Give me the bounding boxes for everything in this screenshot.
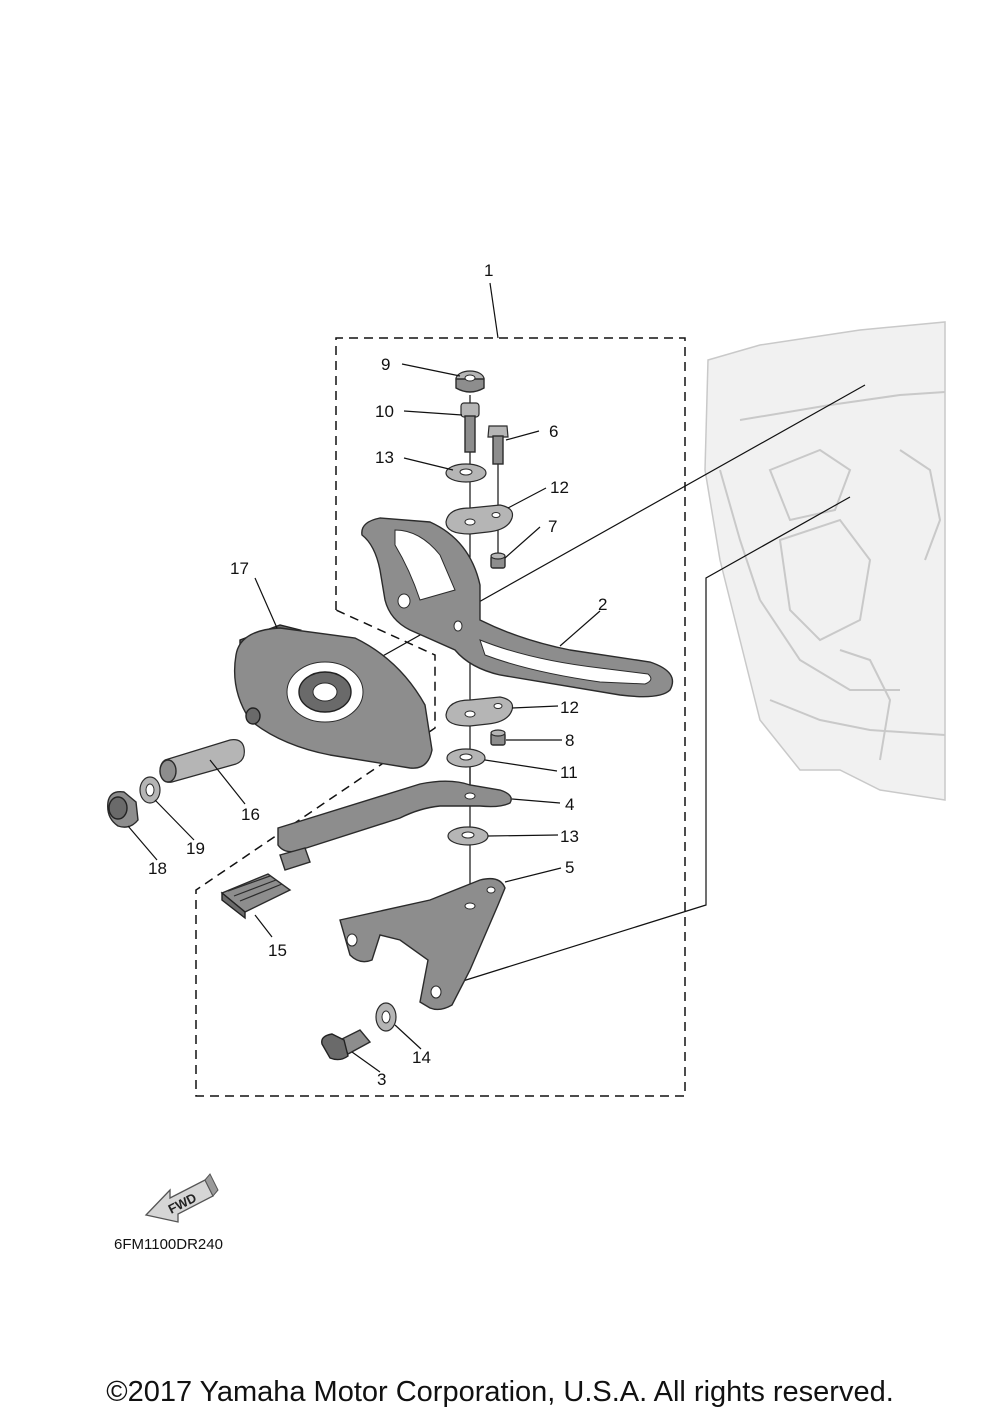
callout-3: 3 bbox=[377, 1070, 386, 1089]
part-6-bolt[interactable] bbox=[487, 425, 509, 465]
part-7-collar[interactable] bbox=[490, 552, 506, 569]
part-16-pin[interactable] bbox=[159, 739, 245, 783]
callout-18: 18 bbox=[148, 859, 167, 878]
callout-15: 15 bbox=[268, 941, 287, 960]
part-11-washer[interactable] bbox=[446, 748, 486, 768]
callout-16: 16 bbox=[241, 805, 260, 824]
part-8-collar[interactable] bbox=[490, 729, 506, 746]
callout-9: 9 bbox=[381, 355, 390, 374]
part-13-washer-upper[interactable] bbox=[445, 463, 487, 483]
part-14-washer[interactable] bbox=[375, 1002, 397, 1032]
fwd-arrow-icon: FWD bbox=[144, 1173, 219, 1223]
callout-17: 17 bbox=[230, 559, 249, 578]
callout-13-lower: 13 bbox=[560, 827, 579, 846]
assembly-1-boundary bbox=[195, 337, 686, 1097]
callout-8: 8 bbox=[565, 731, 574, 750]
diagram-code: 6FM1100DR240 bbox=[114, 1236, 223, 1253]
part-18-cap[interactable] bbox=[107, 791, 139, 828]
part-15-pad[interactable] bbox=[220, 873, 292, 920]
callout-7: 7 bbox=[548, 517, 557, 536]
part-13-washer-lower[interactable] bbox=[447, 826, 489, 846]
callout-leaders bbox=[127, 282, 601, 1073]
copyright-notice: ©2017 Yamaha Motor Corporation, U.S.A. A… bbox=[106, 1376, 894, 1408]
part-3-bolt[interactable] bbox=[321, 1029, 372, 1061]
callout-2: 2 bbox=[598, 595, 607, 614]
part-12-plate-upper[interactable] bbox=[445, 504, 514, 535]
callout-19: 19 bbox=[186, 839, 205, 858]
part-5-bracket[interactable] bbox=[339, 877, 506, 1011]
part-10-bolt[interactable] bbox=[460, 402, 480, 453]
callout-1: 1 bbox=[484, 261, 493, 280]
part-19-washer[interactable] bbox=[139, 776, 161, 804]
callout-12-lower: 12 bbox=[560, 698, 579, 717]
callout-14: 14 bbox=[412, 1048, 431, 1067]
part-12-plate-lower[interactable] bbox=[445, 696, 514, 727]
callout-12-upper: 12 bbox=[550, 478, 569, 497]
callout-13-upper: 13 bbox=[375, 448, 394, 467]
callout-5: 5 bbox=[565, 858, 574, 877]
callout-4: 4 bbox=[565, 795, 574, 814]
part-17-cover[interactable] bbox=[233, 624, 433, 769]
fwd-label: FWD bbox=[166, 1190, 199, 1217]
part-2-bracket[interactable] bbox=[361, 517, 674, 698]
callout-6: 6 bbox=[549, 422, 558, 441]
callout-11: 11 bbox=[560, 763, 578, 782]
callouts: 1 9 10 6 13 12 7 17 2 12 8 11 4 13 5 16 … bbox=[148, 261, 607, 1089]
part-4-plate[interactable] bbox=[277, 780, 512, 871]
engine-background bbox=[704, 321, 946, 801]
callout-10: 10 bbox=[375, 402, 394, 421]
part-9-nut[interactable] bbox=[455, 370, 485, 393]
